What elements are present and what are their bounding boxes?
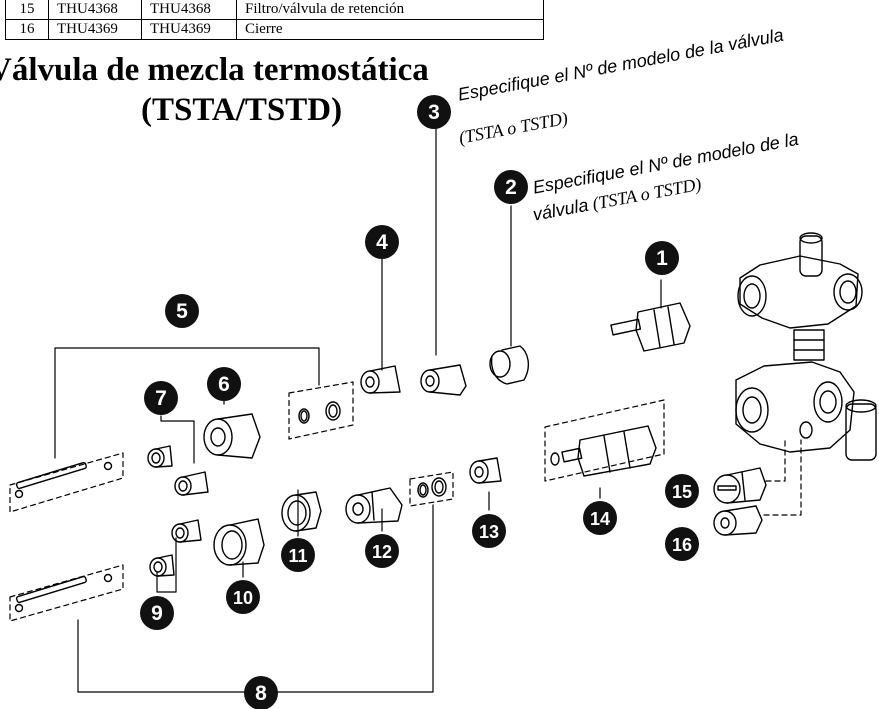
valve-body-icon bbox=[735, 232, 877, 461]
parts-table: 15 THU4368 THU4368 Filtro/válvula de ret… bbox=[5, 0, 544, 40]
nut-icon bbox=[203, 413, 261, 459]
callout-number: 14 bbox=[590, 509, 610, 529]
ring-icon bbox=[281, 491, 322, 532]
callout-5: 5 bbox=[165, 294, 199, 328]
callout-number: 3 bbox=[428, 101, 440, 124]
callout-number: 7 bbox=[155, 387, 167, 410]
callout-13: 13 bbox=[472, 514, 506, 548]
callout-number: 5 bbox=[176, 300, 188, 323]
callout-number: 12 bbox=[372, 542, 392, 562]
callout-number: 6 bbox=[218, 373, 230, 396]
callout-16: 16 bbox=[665, 527, 699, 561]
callout-number: 15 bbox=[672, 482, 692, 502]
table-cell: THU4368 bbox=[141, 0, 237, 20]
callout-number: 9 bbox=[151, 602, 163, 625]
table-cell: THU4369 bbox=[141, 19, 237, 40]
cap-icon bbox=[713, 505, 763, 536]
callout-10: 10 bbox=[226, 580, 260, 614]
clip-icon bbox=[489, 345, 530, 385]
callout-number: 4 bbox=[376, 231, 388, 254]
page-title: Válvula de mezcla termostática bbox=[0, 52, 429, 88]
table-cell: 16 bbox=[5, 19, 49, 40]
page-subtitle: (TSTA/TSTD) bbox=[141, 92, 343, 128]
callout-number: 8 bbox=[255, 682, 267, 705]
ring-icon bbox=[345, 487, 403, 524]
filter-valve-icon bbox=[713, 467, 767, 504]
callout-number: 10 bbox=[233, 588, 253, 608]
cartridge-icon bbox=[610, 302, 691, 352]
table-cell: THU4369 bbox=[48, 19, 142, 40]
callout-14: 14 bbox=[583, 501, 617, 535]
screw-icon bbox=[14, 461, 113, 613]
leader-lines bbox=[54, 127, 662, 693]
callout-8: 8 bbox=[244, 676, 278, 709]
callout-6: 6 bbox=[207, 367, 241, 401]
callout-number: 13 bbox=[479, 522, 499, 542]
callout-7: 7 bbox=[144, 381, 178, 415]
fitting-icon bbox=[147, 365, 502, 577]
callout-11: 11 bbox=[281, 538, 315, 572]
cartridge-icon bbox=[561, 425, 657, 477]
callout-number: 11 bbox=[288, 546, 307, 566]
dashed-group-boxes bbox=[9, 381, 665, 622]
callout-1: 1 bbox=[645, 241, 679, 275]
o-ring-icon bbox=[298, 401, 560, 498]
callout-number: 2 bbox=[505, 176, 517, 199]
callout-2: 2 bbox=[494, 170, 528, 204]
table-row: 16 THU4369 THU4369 Cierre bbox=[5, 19, 544, 40]
cap-icon bbox=[420, 364, 467, 396]
callout-12: 12 bbox=[365, 534, 399, 568]
callout-number: 1 bbox=[656, 247, 668, 270]
callout-number: 16 bbox=[672, 535, 692, 555]
callout-9: 9 bbox=[140, 596, 174, 630]
table-cell: Cierre bbox=[236, 19, 544, 40]
callout-4: 4 bbox=[365, 225, 399, 259]
dashed-leaders bbox=[763, 439, 802, 516]
nut-icon bbox=[213, 518, 265, 566]
callout-3: 3 bbox=[417, 95, 451, 129]
callout-15: 15 bbox=[665, 474, 699, 508]
